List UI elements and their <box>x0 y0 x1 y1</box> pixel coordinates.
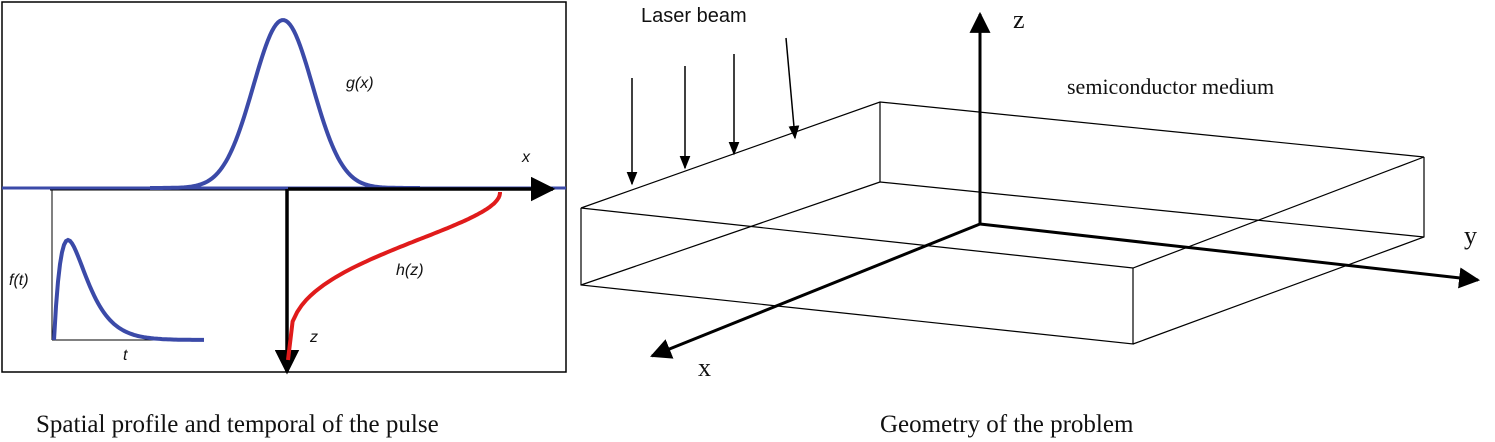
t-label: t <box>123 347 128 364</box>
slab-back-bottom-edge <box>879 181 1425 238</box>
hz-label: h(z) <box>396 262 424 279</box>
laser-arrow-4 <box>785 37 800 140</box>
slab-right-face <box>1132 157 1425 345</box>
pulse-profile-panel: g(x) x f(t) t h(z) z <box>1 1 567 375</box>
x-axis-3d <box>650 222 981 359</box>
y-axis-3d <box>979 222 1481 289</box>
gaussian-curve <box>150 18 420 190</box>
z-axis-label: z <box>309 329 318 346</box>
x-axis-label: x <box>521 149 531 166</box>
laser-beam-label: Laser beam <box>641 5 747 27</box>
x-axis-3d-label: x <box>698 353 711 382</box>
right-caption: Geometry of the problem <box>880 411 1134 438</box>
gx-label: g(x) <box>346 75 374 92</box>
slab-top-face <box>580 101 1425 269</box>
slab-front-face <box>580 208 1134 345</box>
left-caption: Spatial profile and temporal of the puls… <box>36 411 439 438</box>
slab-left-bottom-edge <box>580 181 881 286</box>
ft-label: f(t) <box>9 272 29 289</box>
medium-label: semiconductor medium <box>1067 74 1274 99</box>
z-axis-3d-label: z <box>1013 5 1025 34</box>
temporal-curve <box>52 237 204 342</box>
geometry-panel <box>580 11 1481 359</box>
y-axis-3d-label: y <box>1464 221 1477 250</box>
decay-curve <box>286 192 502 361</box>
